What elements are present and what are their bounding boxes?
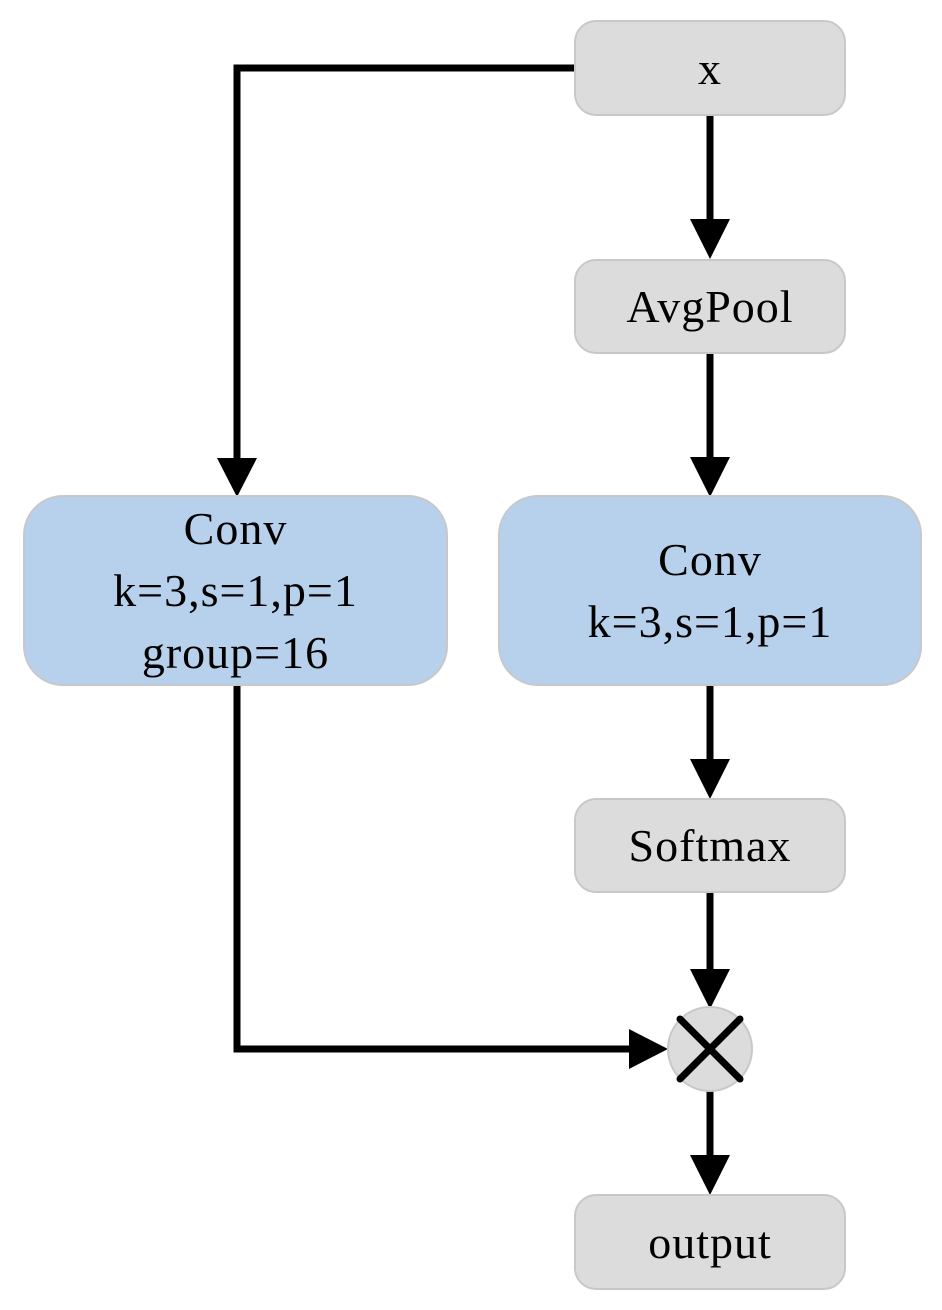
output-node-label: output — [648, 1216, 772, 1268]
conv-left-title: Conv — [183, 502, 288, 554]
edge-conv-left-to-multiply — [233, 684, 668, 1069]
avgpool-node: AvgPool — [574, 259, 846, 354]
conv-right-node: Conv k=3,s=1,p=1 — [498, 495, 922, 686]
edge-input-to-conv-left — [217, 64, 577, 497]
softmax-node-label: Softmax — [628, 820, 792, 871]
conv-left-node: Conv k=3,s=1,p=1 group=16 — [23, 495, 448, 686]
edge-avgpool-to-conv-right — [690, 352, 730, 497]
edge-conv-right-to-softmax — [690, 684, 730, 799]
multiply-circle-icon — [667, 1006, 753, 1092]
output-node: output — [574, 1194, 846, 1290]
softmax-node: Softmax — [574, 798, 846, 893]
conv-right-params: k=3,s=1,p=1 — [587, 595, 833, 647]
conv-right-title: Conv — [658, 533, 762, 585]
avgpool-node-label: AvgPool — [626, 281, 794, 332]
input-node: x — [574, 20, 846, 116]
input-node-label: x — [698, 42, 722, 94]
conv-left-group: group=16 — [141, 626, 330, 678]
edge-softmax-to-multiply — [690, 890, 730, 1009]
conv-left-params: k=3,s=1,p=1 — [113, 564, 358, 616]
edge-input-to-avgpool — [690, 114, 730, 259]
edge-multiply-to-output — [690, 1090, 730, 1195]
